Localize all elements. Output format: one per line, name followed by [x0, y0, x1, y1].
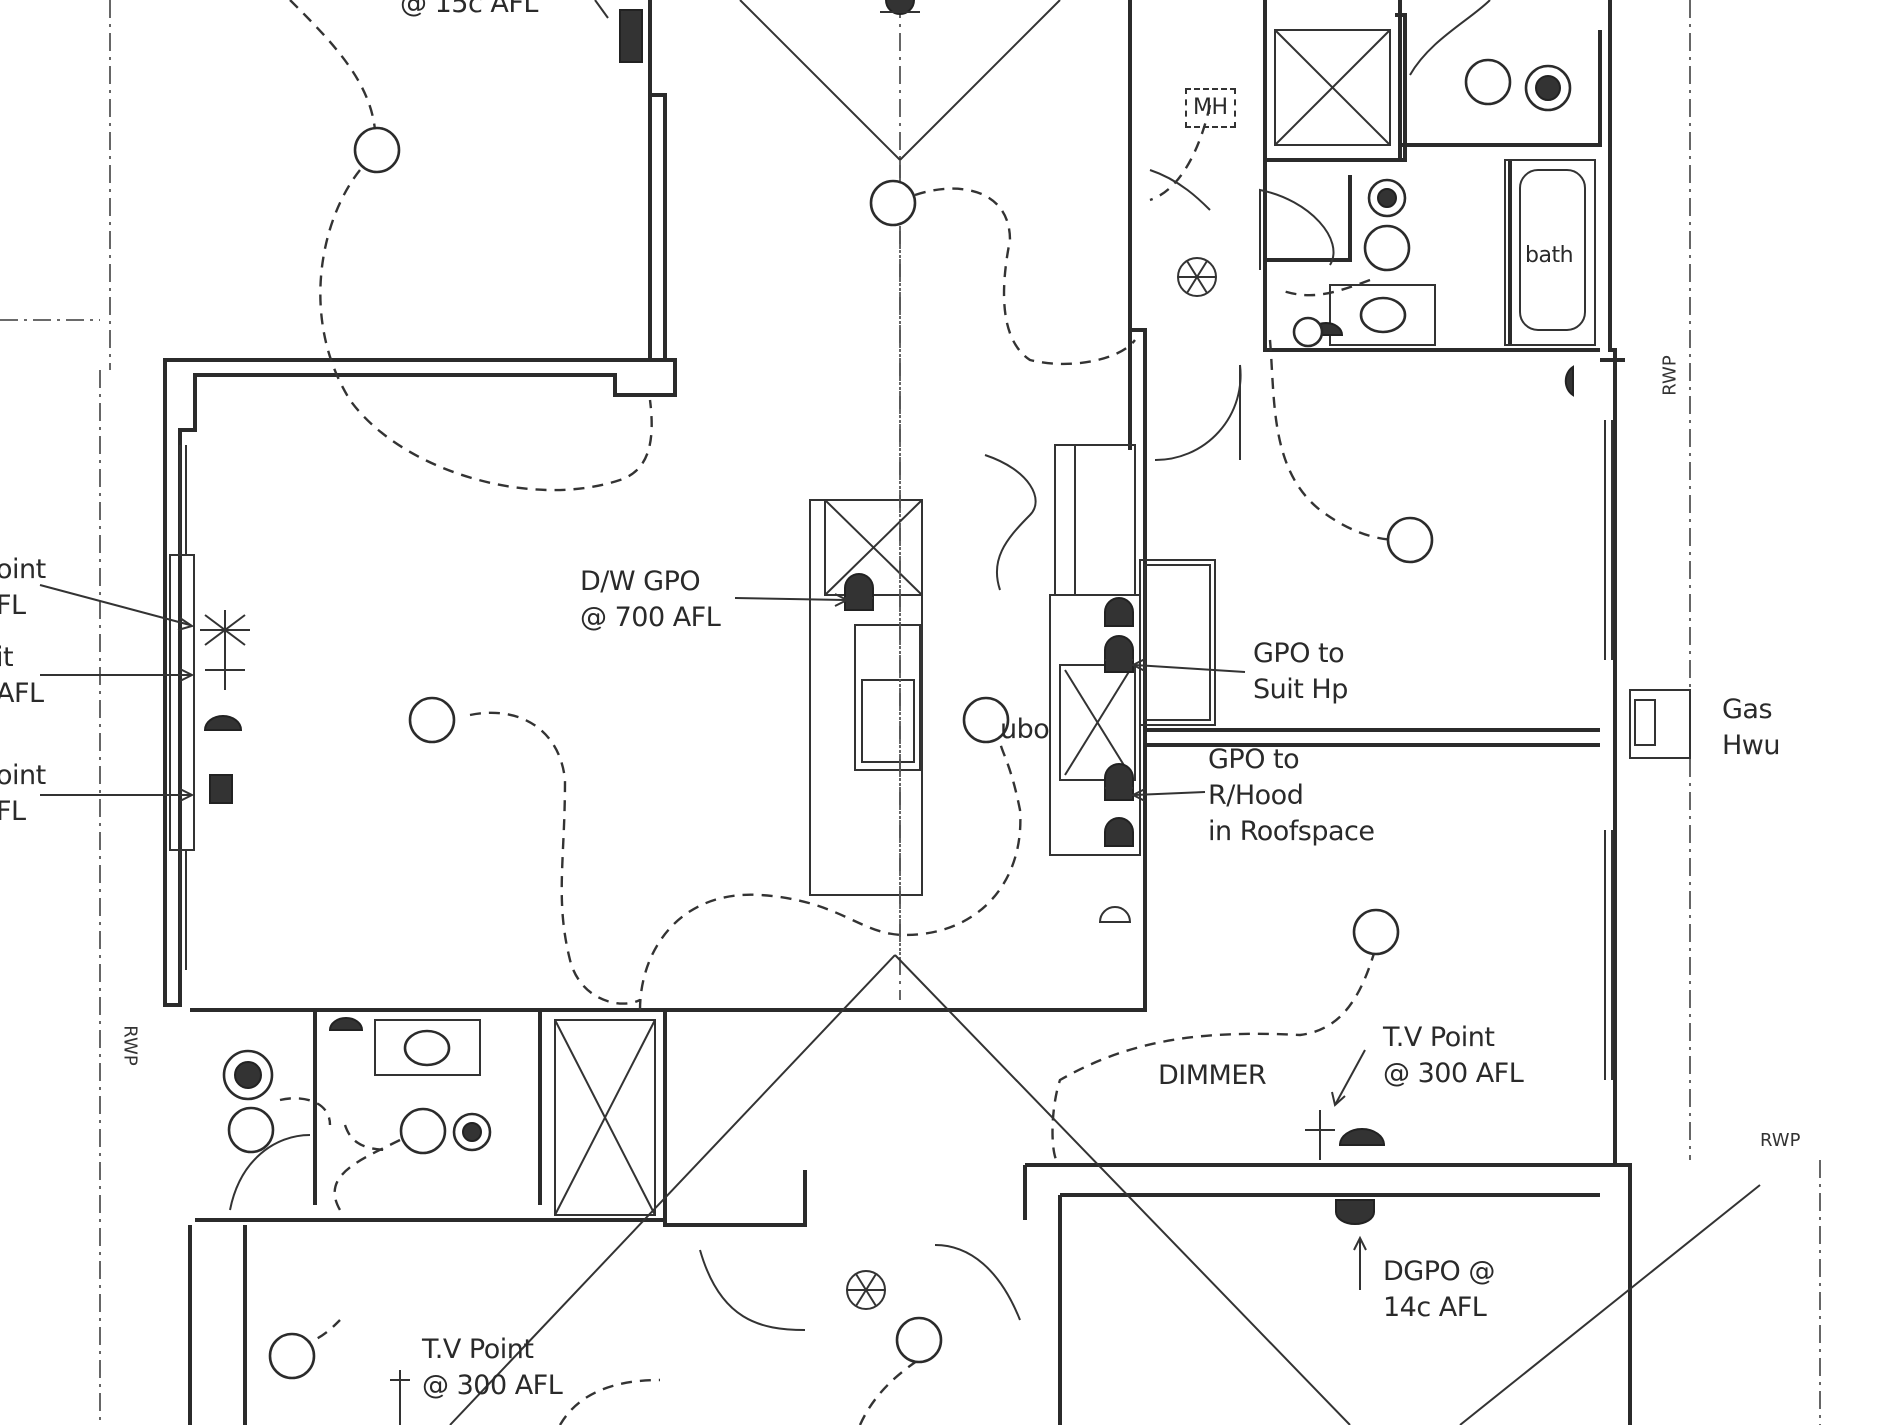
tv-point-right-label-line2: @ 300 AFL: [1383, 1058, 1524, 1089]
light-icon: [895, 1316, 943, 1364]
gpo-icon: [1564, 365, 1574, 397]
tv-point-icon: [1305, 1110, 1335, 1160]
exhaust-fans: [846, 257, 1217, 1310]
fixtures: [222, 64, 1572, 1152]
gas-hwu-label: Gas Hwu: [1722, 692, 1781, 764]
gpo-icon: [203, 715, 243, 731]
left-label-3: oint FL: [0, 758, 46, 830]
tv-point-bottom-label-line1: T.V Point: [422, 1334, 534, 1365]
door-swings: [229, 0, 1491, 1331]
rwp-right-label: RWP: [1659, 355, 1681, 396]
gpo-icon: [619, 9, 643, 63]
tv-point-right-label-line1: T.V Point: [1383, 1022, 1495, 1053]
annotation-arrows: [39, 0, 1367, 1290]
tv-point-bottom-label: T.V Point @ 300 AFL: [422, 1332, 563, 1404]
gpo-hood-label: GPO to R/Hood in Roofspace: [1208, 742, 1375, 850]
gpo-icon: [844, 573, 874, 611]
power-outlets: [203, 9, 1574, 1225]
gpo-icon: [209, 774, 233, 804]
gpo-icon: [328, 1017, 364, 1031]
dw-gpo-label: D/W GPO @ 700 AFL: [580, 564, 721, 636]
top-note-label: @ 15c AFL: [400, 0, 538, 19]
light-icon: [399, 1107, 447, 1155]
gas-hwu-label-line2: Hwu: [1722, 730, 1781, 761]
tv-points: [200, 610, 1335, 1425]
light-icon: [1464, 58, 1512, 106]
upper-oven-label: ubo: [1000, 714, 1050, 745]
left-label-1-line1: oint: [0, 554, 46, 585]
tv-point-bottom-label-line2: @ 300 AFL: [422, 1370, 563, 1401]
gpo-hood-label-line2: R/Hood: [1208, 780, 1304, 811]
tv-point-right-label: T.V Point @ 300 AFL: [1383, 1020, 1524, 1092]
rwp-left-label: RWP: [119, 1025, 141, 1066]
light-icon: [408, 696, 456, 744]
gpo-icon: [1098, 906, 1132, 923]
gpo-icon: [1104, 763, 1134, 801]
light-icon: [268, 1332, 316, 1380]
gpo-suit-label-line2: Suit Hp: [1253, 674, 1348, 705]
gpo-icon: [1104, 597, 1134, 627]
light-icon: [353, 126, 401, 174]
gpo-icon: [1104, 635, 1134, 673]
dw-gpo-label-line1: D/W GPO: [580, 566, 701, 597]
dimmer-label: DIMMER: [1158, 1060, 1267, 1091]
exhaust-fan-icon: [1177, 257, 1217, 297]
gpo-suit-label: GPO to Suit Hp: [1253, 636, 1348, 708]
gpo-hood-label-line1: GPO to: [1208, 744, 1300, 775]
gas-hwu-label-line1: Gas: [1722, 694, 1773, 725]
gpo-suit-label-line1: GPO to: [1253, 638, 1345, 669]
gpo-icon: [1104, 817, 1134, 847]
dgpo-label-line1: DGPO @: [1383, 1256, 1495, 1287]
left-label-2: it AFL: [0, 640, 44, 712]
gpo-hood-label-line3: in Roofspace: [1208, 816, 1375, 847]
left-label-2-line2: AFL: [0, 678, 44, 709]
rwp-bottom-label: RWP: [1760, 1130, 1801, 1151]
light-icon: [1386, 516, 1434, 564]
left-label-3-line1: oint: [0, 760, 46, 791]
light-icon: [869, 179, 917, 227]
light-icon: [227, 1106, 275, 1154]
dgpo-label: DGPO @ 14c AFL: [1383, 1254, 1495, 1326]
walls: [163, 0, 1691, 1425]
light-icon: [1363, 224, 1411, 272]
pendant-light-icon: [880, 0, 920, 15]
dw-gpo-label-line2: @ 700 AFL: [580, 602, 721, 633]
left-label-1-line2: FL: [0, 590, 26, 621]
light-icon: [962, 696, 1010, 744]
antenna-point-icon: [200, 610, 250, 650]
basin-icon: [1359, 296, 1407, 334]
light-icon: [1352, 908, 1400, 956]
ceiling-lines: [449, 0, 1761, 1425]
bath-label: bath: [1525, 243, 1574, 268]
dgpo-label-line2: 14c AFL: [1383, 1292, 1487, 1323]
vent-icon: [1292, 316, 1324, 348]
exhaust-fan-icon: [846, 1270, 886, 1310]
manhole-label: MH: [1185, 88, 1236, 128]
ceiling-lights: [227, 58, 1512, 1380]
tv-point-icon: [390, 1370, 410, 1425]
tv-point-icon: [205, 650, 245, 690]
gpo-icon: [1338, 1128, 1386, 1146]
basin-icon: [403, 1029, 451, 1067]
switch-wiring: [279, 0, 1401, 1425]
left-label-1: oint FL: [0, 552, 46, 624]
left-label-2-line1: it: [0, 642, 14, 673]
left-label-3-line2: FL: [0, 796, 26, 827]
dgpo-icon: [1335, 1199, 1375, 1225]
